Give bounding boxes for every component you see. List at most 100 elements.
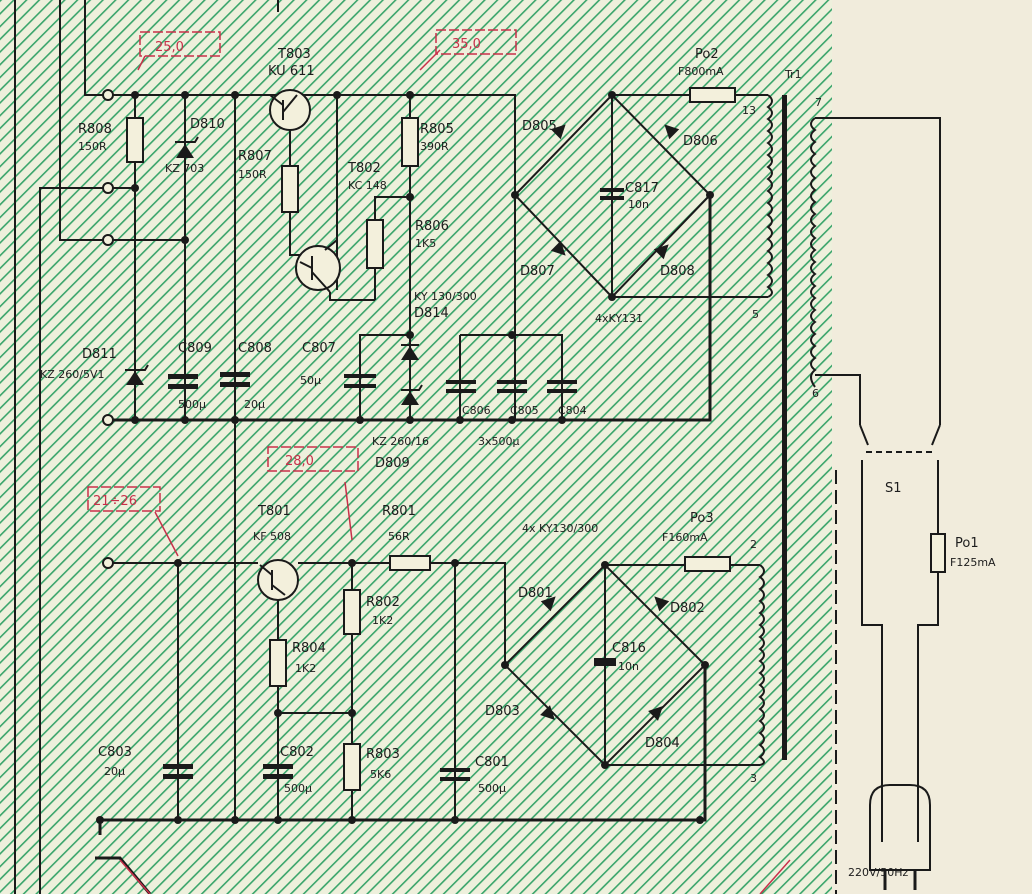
- d804-ref: D804: [645, 736, 680, 751]
- d802-ref: D802: [670, 601, 705, 616]
- diode-d808: [653, 244, 669, 260]
- c807-ref: C807: [302, 341, 336, 356]
- d803-ref: D803: [485, 704, 520, 719]
- r805-value: 390R: [420, 140, 449, 153]
- zener-d811: [126, 371, 144, 385]
- resistor-r807: [281, 165, 299, 213]
- voltage-label-2: 35,0: [452, 37, 481, 52]
- d811-type: KZ 260/5V1: [40, 368, 104, 381]
- voltage-annotations: 25,0 35,0 28,0 21÷26: [87, 29, 791, 894]
- voltage-label-4: 21÷26: [93, 494, 137, 509]
- diode-d807: [550, 240, 566, 256]
- capacitor-c808: [220, 372, 250, 387]
- voltage-box-4: [87, 486, 161, 512]
- capacitor-c805: [497, 380, 527, 393]
- d809-type: KZ 260/16: [372, 435, 429, 448]
- r807-ref: R807: [238, 149, 272, 164]
- t802-type: KC 148: [348, 179, 387, 192]
- mains-plug-icon: [869, 784, 931, 871]
- t801-type: KF 508: [253, 530, 291, 543]
- r806-ref: R806: [415, 219, 449, 234]
- d810-type: KZ 703: [165, 162, 204, 175]
- c809-ref: C809: [178, 341, 212, 356]
- c802-value: 500µ: [284, 782, 312, 795]
- diode-d805: [550, 124, 566, 140]
- diode-d814: [401, 346, 419, 360]
- po3-value: F160mA: [662, 531, 708, 544]
- r804-value: 1K2: [295, 662, 316, 675]
- c803-value: 20µ: [104, 765, 125, 778]
- c-group-value: 3x500µ: [478, 435, 520, 448]
- voltage-box-1: [139, 31, 221, 57]
- c808-value: 20µ: [244, 398, 265, 411]
- r804-ref: R804: [292, 641, 326, 656]
- d811-ref: D811: [82, 347, 117, 362]
- r808-value: 150R: [78, 140, 107, 153]
- c804-ref: C804: [558, 404, 587, 417]
- transformer-core: [782, 95, 787, 760]
- d808-ref: D808: [660, 264, 695, 279]
- resistor-r801: [389, 555, 431, 571]
- capacitor-c807: [344, 374, 376, 388]
- capacitor-c803: [163, 764, 193, 779]
- voltage-box-3: [267, 446, 359, 472]
- mains-supply-label: 220V/50Hz: [848, 866, 908, 879]
- t803-type: KU 611: [268, 64, 315, 79]
- d806-ref: D806: [683, 134, 718, 149]
- zener-d810: [176, 144, 194, 158]
- r802-ref: R802: [366, 595, 400, 610]
- transformer-tr1: [782, 95, 941, 760]
- r801-value: 56R: [388, 530, 410, 543]
- upper-regulator: [14, 0, 773, 894]
- diode-d801: [540, 596, 556, 612]
- c805-ref: C805: [510, 404, 539, 417]
- resistor-r806: [366, 219, 384, 269]
- t801-ref: T801: [257, 504, 291, 519]
- pin-6: 6: [812, 387, 819, 400]
- c816-ref: C816: [612, 641, 646, 656]
- secondary-winding-upper: [766, 94, 773, 298]
- zener-d809: [401, 391, 419, 405]
- po2-value: F800mA: [678, 65, 724, 78]
- secondary-winding-lower: [758, 564, 765, 766]
- c802-ref: C802: [280, 745, 314, 760]
- capacitor-c802: [263, 764, 293, 779]
- pin-7: 7: [815, 96, 822, 109]
- transistor-t801-symbol: [257, 559, 299, 601]
- diode-d804: [648, 706, 663, 721]
- pin-2: 2: [750, 538, 757, 551]
- c803-ref: C803: [98, 745, 132, 760]
- capacitor-c806: [446, 380, 476, 393]
- r803-ref: R803: [366, 747, 400, 762]
- c801-value: 500µ: [478, 782, 506, 795]
- resistor-r803: [343, 743, 361, 791]
- d814-ref: D814: [414, 306, 449, 321]
- d810-ref: D810: [190, 117, 225, 132]
- po3-ref: Po3: [690, 511, 714, 526]
- resistor-r805: [401, 117, 419, 167]
- d805-ref: D805: [522, 119, 557, 134]
- voltage-label-1: 25,0: [155, 40, 184, 55]
- po2-ref: Po2: [695, 47, 719, 62]
- resistor-r804: [269, 639, 287, 687]
- po1-value: F125mA: [950, 556, 996, 569]
- voltage-label-3: 28,0: [285, 454, 314, 469]
- resistor-r802: [343, 589, 361, 635]
- c808-ref: C808: [238, 341, 272, 356]
- pin-13: 13: [742, 104, 756, 117]
- po1-ref: Po1: [955, 536, 979, 551]
- capacitor-c816: [594, 658, 616, 666]
- r807-value: 150R: [238, 168, 267, 181]
- capacitor-c817: [600, 188, 624, 200]
- r803-value: 5K6: [370, 768, 391, 781]
- bridge-upper-type: 4xKY131: [595, 312, 643, 325]
- c801-ref: C801: [475, 755, 509, 770]
- r805-ref: R805: [420, 122, 454, 137]
- fuse-po1: [930, 533, 946, 573]
- c817-ref: C817: [625, 181, 659, 196]
- t802-ref: T802: [347, 161, 381, 176]
- capacitor-c809: [168, 374, 198, 389]
- r801-ref: R801: [382, 504, 416, 519]
- c809-value: 500µ: [178, 398, 206, 411]
